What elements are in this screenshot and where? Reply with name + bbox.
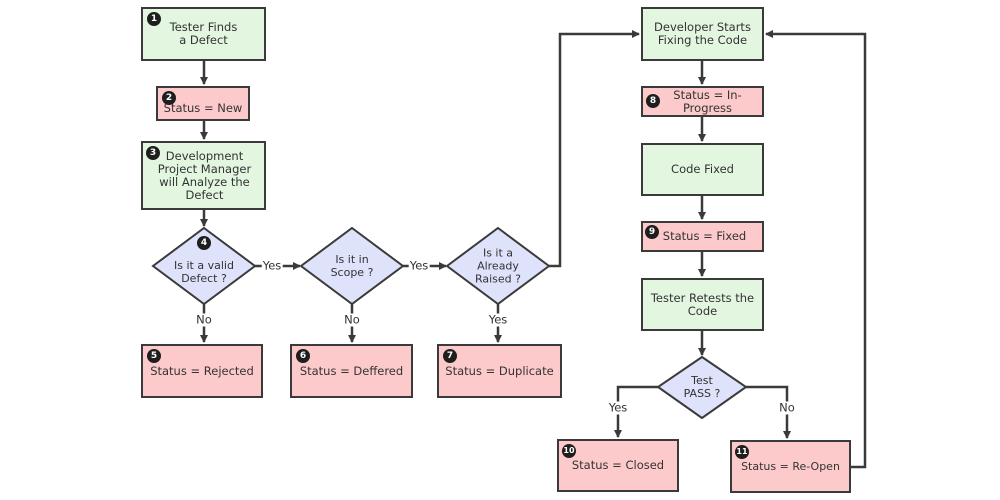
node-status-rejected: 5 Status = Rejected xyxy=(141,344,263,398)
decision-test-pass-shape xyxy=(656,355,748,420)
node-dpm-analyze: 3 Development Project Manager will Analy… xyxy=(141,141,266,210)
node-label: Tester Finds a Defect xyxy=(169,20,238,47)
step-badge: 4 xyxy=(197,236,211,250)
decision-in-scope-shape xyxy=(299,226,405,306)
step-badge: 10 xyxy=(562,444,576,458)
step-badge: 2 xyxy=(162,91,176,105)
step-badge: 6 xyxy=(296,349,310,363)
node-status-inprogress: 8 Status = In-Progress xyxy=(641,86,764,117)
decision-valid-defect: Is it a valid Defect ? xyxy=(174,259,234,285)
edge-pass-reopen xyxy=(746,385,791,439)
decision-valid-defect-shape xyxy=(151,226,257,306)
edge-label-pass-no: No xyxy=(778,400,796,415)
edge-raised-devstarts xyxy=(549,30,640,268)
step-badge: 7 xyxy=(443,349,457,363)
edge-label-pass-yes: Yes xyxy=(607,400,629,415)
node-label: Status = Duplicate xyxy=(445,363,554,378)
node-label: Status = Re-Open xyxy=(741,460,840,473)
step-badge: 5 xyxy=(147,349,161,363)
node-status-duplicate: 7 Status = Duplicate xyxy=(437,344,562,398)
node-label: Status = Fixed xyxy=(662,229,747,243)
node-label: Status = Closed xyxy=(571,458,665,472)
node-status-deferred: 6 Status = Deffered xyxy=(290,344,413,398)
decision-already-raised: Is it a Already Raised ? xyxy=(474,246,521,286)
step-badge: 9 xyxy=(645,225,659,239)
node-status-reopen: 11 Status = Re-Open xyxy=(730,440,851,493)
edge-label-raised-yes: Yes xyxy=(487,312,509,327)
step-badge: 3 xyxy=(146,146,160,160)
edge-label-valid-yes: Yes xyxy=(261,258,283,273)
edge-label-scope-yes: Yes xyxy=(408,258,430,273)
edge-label-scope-no: No xyxy=(343,312,361,327)
node-tester-finds-defect: 1 Tester Finds a Defect xyxy=(141,7,266,61)
node-dev-starts-fixing: Developer Starts Fixing the Code xyxy=(641,7,764,61)
edge-pass-closed xyxy=(614,385,658,438)
edge-label-valid-no: No xyxy=(195,312,213,327)
node-label: Development Project Manager will Analyze… xyxy=(157,148,252,202)
edge-reopen-devstarts xyxy=(765,30,867,469)
node-label: Developer Starts Fixing the Code xyxy=(654,20,751,47)
step-badge: 11 xyxy=(735,445,749,459)
node-label: Status = Rejected xyxy=(150,363,254,378)
step-badge: 1 xyxy=(147,12,161,26)
step-badge: 8 xyxy=(646,94,660,108)
node-label: Status = Deffered xyxy=(299,363,404,378)
decision-in-scope: Is it in Scope ? xyxy=(330,253,374,279)
node-status-closed: 10 Status = Closed xyxy=(557,439,679,492)
decision-already-raised-shape xyxy=(445,226,551,306)
node-code-fixed: Code Fixed xyxy=(641,143,764,196)
node-tester-retests: Tester Retests the Code xyxy=(641,278,764,331)
node-label: Status = New xyxy=(163,101,243,115)
node-status-fixed: 9 Status = Fixed xyxy=(641,221,764,252)
node-status-new: 2 Status = New xyxy=(156,86,250,121)
decision-test-pass: Test PASS ? xyxy=(683,374,721,400)
node-label: Status = In-Progress xyxy=(673,87,742,115)
node-label: Code Fixed xyxy=(671,162,734,176)
node-label: Tester Retests the Code xyxy=(650,290,755,318)
